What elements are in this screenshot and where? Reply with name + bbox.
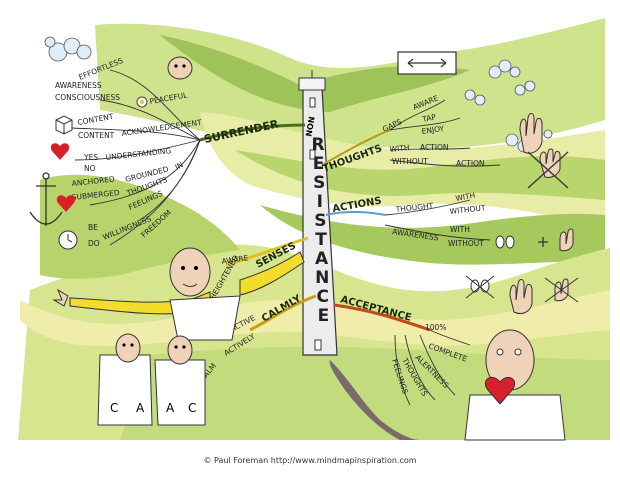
copyright-credit: © Paul Foreman http://www.mindmapinspira… bbox=[203, 456, 417, 465]
actions-connectors bbox=[384, 199, 491, 241]
crossed-hand-icon bbox=[544, 277, 579, 303]
word-action2: ACTION bbox=[456, 159, 485, 168]
word-in: IN bbox=[174, 160, 185, 172]
figure-letter-a: A bbox=[166, 401, 175, 415]
word-with: WITH bbox=[455, 191, 476, 203]
word-without: WITHOUT bbox=[392, 157, 428, 166]
word-content-mid: CONTENT bbox=[78, 131, 115, 140]
tower-letter: E bbox=[318, 306, 330, 326]
tower-letter: N bbox=[315, 268, 329, 288]
word-without: WITHOUT bbox=[449, 203, 486, 216]
tower-letter: S bbox=[314, 211, 326, 231]
hand-icon bbox=[509, 279, 533, 315]
crossed-hand-icon bbox=[527, 148, 569, 189]
word-with: WITH bbox=[389, 143, 410, 154]
man-figure-senses bbox=[52, 247, 305, 341]
flower-icon bbox=[136, 96, 148, 108]
peeking-face-icon bbox=[167, 56, 193, 80]
tower-letter: S bbox=[313, 173, 325, 193]
plus-icon bbox=[538, 237, 548, 247]
figure-letter-c: C bbox=[110, 401, 118, 415]
tower-word-non: NON bbox=[304, 116, 316, 137]
surrender-connectors bbox=[69, 69, 201, 246]
tower-letter: C bbox=[317, 287, 329, 307]
tower-letter: I bbox=[317, 192, 323, 212]
tower-letter: T bbox=[315, 230, 327, 250]
person-figure-heart bbox=[464, 329, 566, 441]
main-branches bbox=[199, 123, 431, 332]
figure-letter-a: A bbox=[136, 401, 145, 415]
word-no: NO bbox=[84, 164, 96, 173]
word-awareness: AWARENESS bbox=[55, 81, 102, 90]
figure-letter-c: C bbox=[188, 401, 196, 415]
thoughts-connectors bbox=[389, 99, 501, 167]
anchor-icon bbox=[29, 172, 63, 226]
word-thought: THOUGHT bbox=[394, 201, 434, 214]
cloud-icon bbox=[464, 59, 536, 106]
word-do: DO bbox=[88, 239, 100, 248]
word-action: ACTION bbox=[420, 143, 449, 152]
word-100-percent: 100% bbox=[425, 323, 446, 332]
word-yes: YES bbox=[83, 153, 98, 162]
word-enjoy: ENJOY bbox=[421, 124, 445, 136]
tower-letter: A bbox=[315, 249, 329, 269]
word-consciousness: CONSCIOUSNESS bbox=[55, 93, 120, 102]
double-arrow-box-icon bbox=[397, 51, 457, 75]
cube-icon bbox=[55, 115, 73, 135]
word-with2: WITH bbox=[450, 225, 470, 234]
tower-letter: R bbox=[311, 135, 324, 155]
clock-icon bbox=[58, 230, 78, 250]
heart-icon bbox=[56, 195, 76, 212]
acceptance-connectors bbox=[394, 329, 471, 406]
eyes-icon bbox=[495, 235, 515, 249]
word-be: BE bbox=[88, 223, 98, 232]
person-figure-ca: C A bbox=[97, 333, 153, 426]
cloud-icon bbox=[44, 36, 92, 62]
tower-letter: E bbox=[313, 154, 325, 174]
word-without2: WITHOUT bbox=[448, 239, 484, 248]
resistance-tower: NON bbox=[298, 70, 338, 356]
word-aware: AWARE bbox=[221, 253, 249, 266]
crossed-eyes-icon bbox=[465, 275, 495, 299]
word-tap: TAP bbox=[421, 112, 438, 124]
hand-icon bbox=[519, 113, 543, 154]
person-figure-ac: A C bbox=[154, 335, 206, 426]
heart-icon bbox=[50, 143, 70, 160]
hand-icon bbox=[559, 228, 574, 252]
